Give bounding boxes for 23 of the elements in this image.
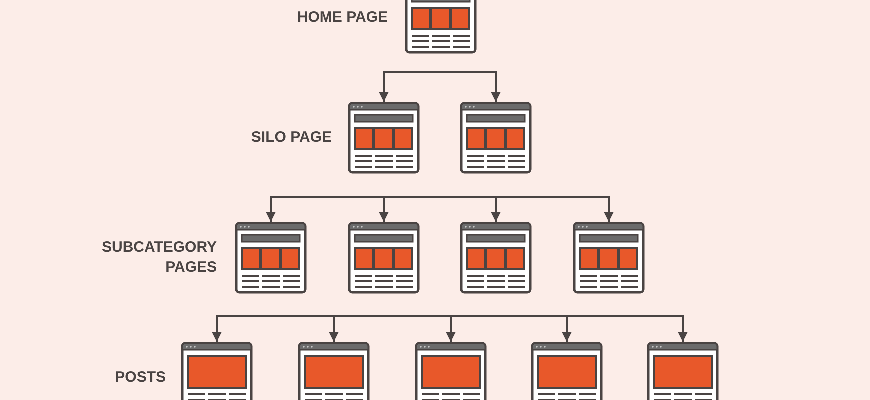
arrow — [379, 196, 440, 222]
webpage-drawing — [235, 222, 307, 294]
webpage-drawing — [348, 102, 420, 174]
webpage-drawing — [348, 222, 420, 294]
webpage-drawing — [405, 0, 477, 54]
webpage-drawing — [531, 342, 603, 400]
webpage-drawing — [647, 342, 719, 400]
webpage-drawing — [298, 342, 370, 400]
arrow — [440, 71, 501, 102]
arrow — [329, 315, 452, 342]
webpage-drawing — [415, 342, 487, 400]
level-label: HOME PAGE — [297, 8, 388, 28]
webpage-drawing — [460, 222, 532, 294]
arrow — [452, 315, 688, 342]
arrow — [379, 71, 440, 102]
webpage-drawing — [460, 102, 532, 174]
level-label: SUBCATEGORY PAGES — [100, 238, 217, 278]
webpage-drawing — [181, 342, 253, 400]
webpage-drawing — [573, 222, 645, 294]
level-label: POSTS — [115, 368, 166, 388]
arrow — [440, 196, 614, 222]
arrow — [446, 315, 456, 342]
level-label: SILO PAGE — [251, 128, 332, 148]
